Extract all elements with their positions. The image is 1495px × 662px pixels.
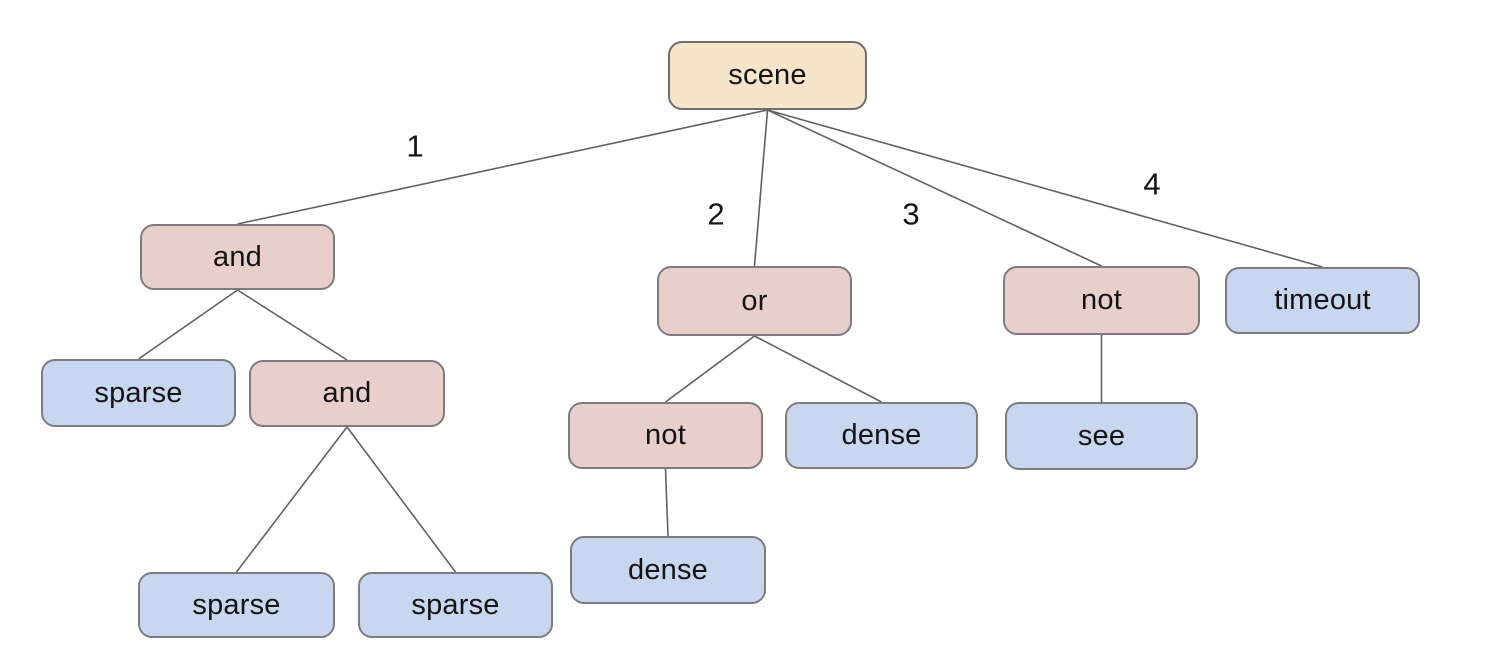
tree-node-label: not xyxy=(1081,284,1122,316)
edge-and1-to-sparse1 xyxy=(138,289,238,360)
tree-node-sparse3: sparse xyxy=(358,572,553,638)
edge-or1-to-dense1 xyxy=(754,335,882,403)
tree-node-label: or xyxy=(741,284,768,317)
tree-node-label: sparse xyxy=(94,376,183,409)
tree-node-see1: see xyxy=(1005,402,1198,470)
edge-and2-to-sparse3 xyxy=(346,426,457,573)
tree-node-timeout1: timeout xyxy=(1225,267,1420,334)
edge-and1-to-and2 xyxy=(237,289,348,361)
tree-node-sparse2: sparse xyxy=(138,572,335,638)
tree-node-not2: not xyxy=(568,402,763,469)
edge-and2-to-sparse2 xyxy=(235,426,348,573)
tree-node-label: not xyxy=(645,419,686,451)
edge-scene-to-timeout1 xyxy=(767,109,1323,268)
tree-node-label: and xyxy=(322,377,372,409)
tree-node-label: dense xyxy=(841,419,922,451)
tree-node-label: scene xyxy=(728,59,807,91)
tree-node-scene: scene xyxy=(668,41,867,110)
tree-node-label: sparse xyxy=(411,588,500,621)
tree-node-label: and xyxy=(213,240,262,273)
edge-label-2: 2 xyxy=(707,196,725,232)
edge-label-4: 4 xyxy=(1143,166,1161,202)
edge-not2-to-dense2 xyxy=(664,468,669,537)
tree-node-and2: and xyxy=(249,360,445,427)
edge-label-3: 3 xyxy=(902,196,920,232)
tree-node-label: dense xyxy=(627,553,708,586)
tree-node-sparse1: sparse xyxy=(41,359,236,427)
edge-scene-to-and1 xyxy=(237,109,768,225)
edge-scene-to-or1 xyxy=(753,109,769,267)
tree-node-and1: and xyxy=(140,224,335,290)
tree-node-label: sparse xyxy=(192,588,281,621)
tree-node-not1: not xyxy=(1003,266,1200,335)
tree-node-dense2: dense xyxy=(570,536,766,604)
tree-node-label: see xyxy=(1077,419,1126,452)
tree-node-dense1: dense xyxy=(785,402,978,469)
tree-node-or1: or xyxy=(657,266,852,336)
edge-or1-to-not2 xyxy=(665,335,755,403)
tree-node-label: timeout xyxy=(1274,284,1371,316)
edge-scene-to-not1 xyxy=(767,109,1102,267)
edge-label-1: 1 xyxy=(406,128,424,164)
